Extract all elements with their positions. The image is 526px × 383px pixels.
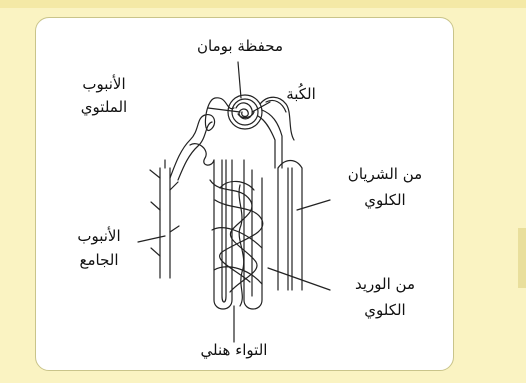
renal-vessels-drawing	[278, 161, 302, 291]
glomerulus-vessels-drawing	[258, 97, 294, 168]
label-collecting-duct-2: الجامع	[54, 250, 144, 270]
bowmans-capsule-drawing	[228, 95, 262, 129]
collecting-duct-drawing	[150, 160, 179, 278]
label-convoluted-tubule-2: الملتوي	[54, 97, 154, 117]
label-glomerulus: الكُبة	[266, 84, 336, 104]
leader-lines	[138, 62, 330, 342]
label-bowmans-capsule: محفظة بومان	[180, 36, 300, 56]
label-collecting-duct-1: الأنبوب	[54, 226, 144, 246]
label-renal-artery-1: من الشريان	[330, 164, 440, 184]
label-loop-of-henle: التواء هنلي	[174, 340, 294, 360]
label-renal-artery-2: الكلوي	[330, 190, 440, 210]
label-convoluted-tubule-1: الأنبوب	[54, 74, 154, 94]
label-renal-vein-1: من الوريد	[330, 274, 440, 294]
loop-of-henle-drawing	[210, 160, 263, 309]
label-renal-vein-2: الكلوي	[330, 300, 440, 320]
